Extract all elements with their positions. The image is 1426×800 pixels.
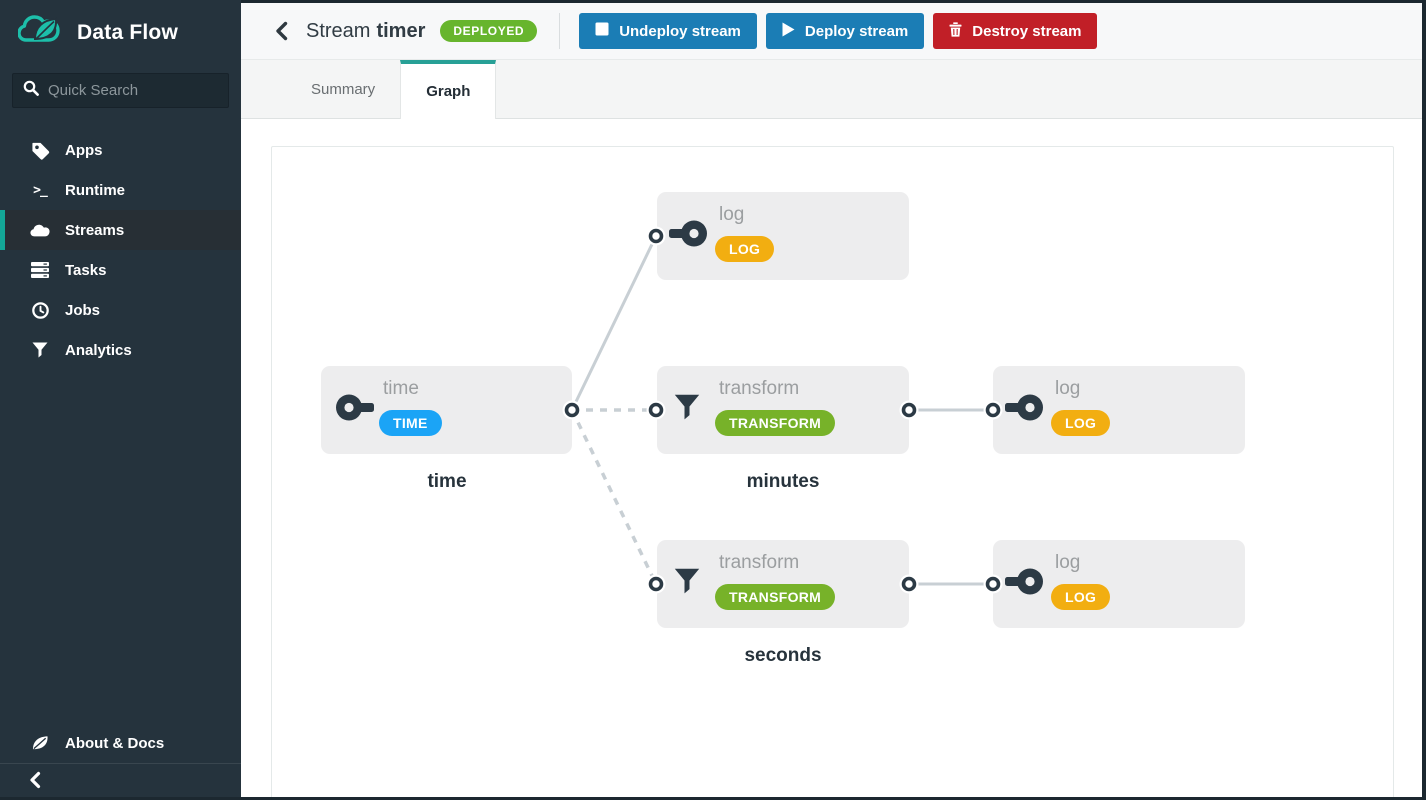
node-type-badge: TIME xyxy=(379,410,442,436)
sidebar-item-label: Apps xyxy=(65,141,103,159)
button-label: Deploy stream xyxy=(804,22,909,40)
stream-label-seconds: seconds xyxy=(744,645,822,666)
button-label: Undeploy stream xyxy=(619,22,741,40)
node-title: transform xyxy=(719,552,800,573)
content-area: time TIME log LOG xyxy=(241,119,1422,800)
brand-title: Data Flow xyxy=(77,20,178,44)
source-icon xyxy=(334,393,378,428)
sidebar-item-label: Runtime xyxy=(65,181,125,199)
stream-name: timer xyxy=(376,19,426,42)
node-type-badge: TRANSFORM xyxy=(715,410,836,436)
sidebar-item-runtime[interactable]: >_ Runtime xyxy=(0,170,241,210)
spring-cloud-logo-icon xyxy=(17,12,64,53)
graph-node-transform-minutes[interactable]: transform TRANSFORM xyxy=(657,366,909,454)
sidebar-item-label: Jobs xyxy=(65,301,101,319)
sink-icon xyxy=(1001,393,1045,428)
sidebar-item-about-docs[interactable]: About & Docs xyxy=(0,723,241,763)
cloud-icon xyxy=(30,223,50,238)
title-prefix: Stream xyxy=(306,19,371,42)
edge-time-log xyxy=(570,235,658,411)
node-type-badge: LOG xyxy=(1051,584,1111,610)
graph-node-log-seconds[interactable]: log LOG xyxy=(993,540,1245,628)
flow-canvas[interactable]: time TIME log LOG xyxy=(271,146,1394,800)
tab-graph[interactable]: Graph xyxy=(400,60,497,119)
search-input[interactable] xyxy=(48,82,218,99)
node-type-badge: LOG xyxy=(715,236,775,262)
graph-node-time[interactable]: time TIME xyxy=(321,366,572,454)
play-icon xyxy=(782,22,795,41)
trash-icon xyxy=(949,21,962,41)
graph-node-log-top[interactable]: log LOG xyxy=(657,192,909,280)
sidebar-item-label: Streams xyxy=(65,221,125,239)
sidebar-nav: Apps >_ Runtime Streams xyxy=(0,130,241,370)
sidebar-divider xyxy=(0,763,241,764)
sink-icon xyxy=(665,219,709,254)
stream-header: Stream timer DEPLOYED Undeploy stream De… xyxy=(241,3,1422,60)
stream-label-time: time xyxy=(427,471,467,492)
node-type-badge: TRANSFORM xyxy=(715,584,836,610)
destroy-stream-button[interactable]: Destroy stream xyxy=(933,13,1098,49)
page-title: Stream timer xyxy=(306,20,425,43)
sidebar-item-label: Analytics xyxy=(65,341,132,359)
processor-funnel-icon xyxy=(674,568,700,600)
stream-label-minutes: minutes xyxy=(746,471,820,492)
chevron-left-icon xyxy=(28,771,42,794)
node-type-badge: LOG xyxy=(1051,410,1111,436)
tabbar: Summary Graph xyxy=(241,60,1422,119)
sidebar-footer: About & Docs xyxy=(0,723,241,800)
sidebar: Data Flow Apps xyxy=(0,0,241,800)
tag-icon xyxy=(30,141,50,160)
main-area: Stream timer DEPLOYED Undeploy stream De… xyxy=(241,0,1426,800)
chevron-left-icon xyxy=(276,21,288,41)
sidebar-item-apps[interactable]: Apps xyxy=(0,130,241,170)
sidebar-item-label: About & Docs xyxy=(65,734,165,752)
search-icon xyxy=(23,80,39,101)
node-title: transform xyxy=(719,378,800,399)
graph-node-log-minutes[interactable]: log LOG xyxy=(993,366,1245,454)
undeploy-stream-button[interactable]: Undeploy stream xyxy=(579,13,757,49)
leaf-icon xyxy=(30,735,50,751)
button-label: Destroy stream xyxy=(972,22,1082,40)
processor-funnel-icon xyxy=(674,394,700,426)
sidebar-item-streams[interactable]: Streams xyxy=(0,210,241,250)
funnel-icon xyxy=(30,342,50,358)
terminal-icon: >_ xyxy=(33,182,48,198)
sidebar-item-jobs[interactable]: Jobs xyxy=(0,290,241,330)
tab-summary[interactable]: Summary xyxy=(311,80,376,98)
node-title: time xyxy=(383,378,419,399)
clock-icon xyxy=(30,301,50,319)
stop-icon xyxy=(595,22,609,40)
sidebar-item-analytics[interactable]: Analytics xyxy=(0,330,241,370)
quick-search[interactable] xyxy=(12,73,229,108)
node-title: log xyxy=(1055,552,1081,573)
deploy-stream-button[interactable]: Deploy stream xyxy=(765,13,925,49)
node-title: log xyxy=(1055,378,1081,399)
sidebar-collapse-button[interactable] xyxy=(0,764,241,800)
stack-icon xyxy=(30,262,50,278)
node-title: log xyxy=(719,204,745,225)
brand: Data Flow xyxy=(0,0,241,63)
header-divider xyxy=(559,13,561,49)
back-button[interactable] xyxy=(274,21,289,41)
sidebar-item-label: Tasks xyxy=(65,261,107,279)
status-badge: DEPLOYED xyxy=(440,20,538,42)
sidebar-item-tasks[interactable]: Tasks xyxy=(0,250,241,290)
sink-icon xyxy=(1001,567,1045,602)
graph-node-transform-seconds[interactable]: transform TRANSFORM xyxy=(657,540,909,628)
edge-tap-seconds xyxy=(570,409,658,585)
